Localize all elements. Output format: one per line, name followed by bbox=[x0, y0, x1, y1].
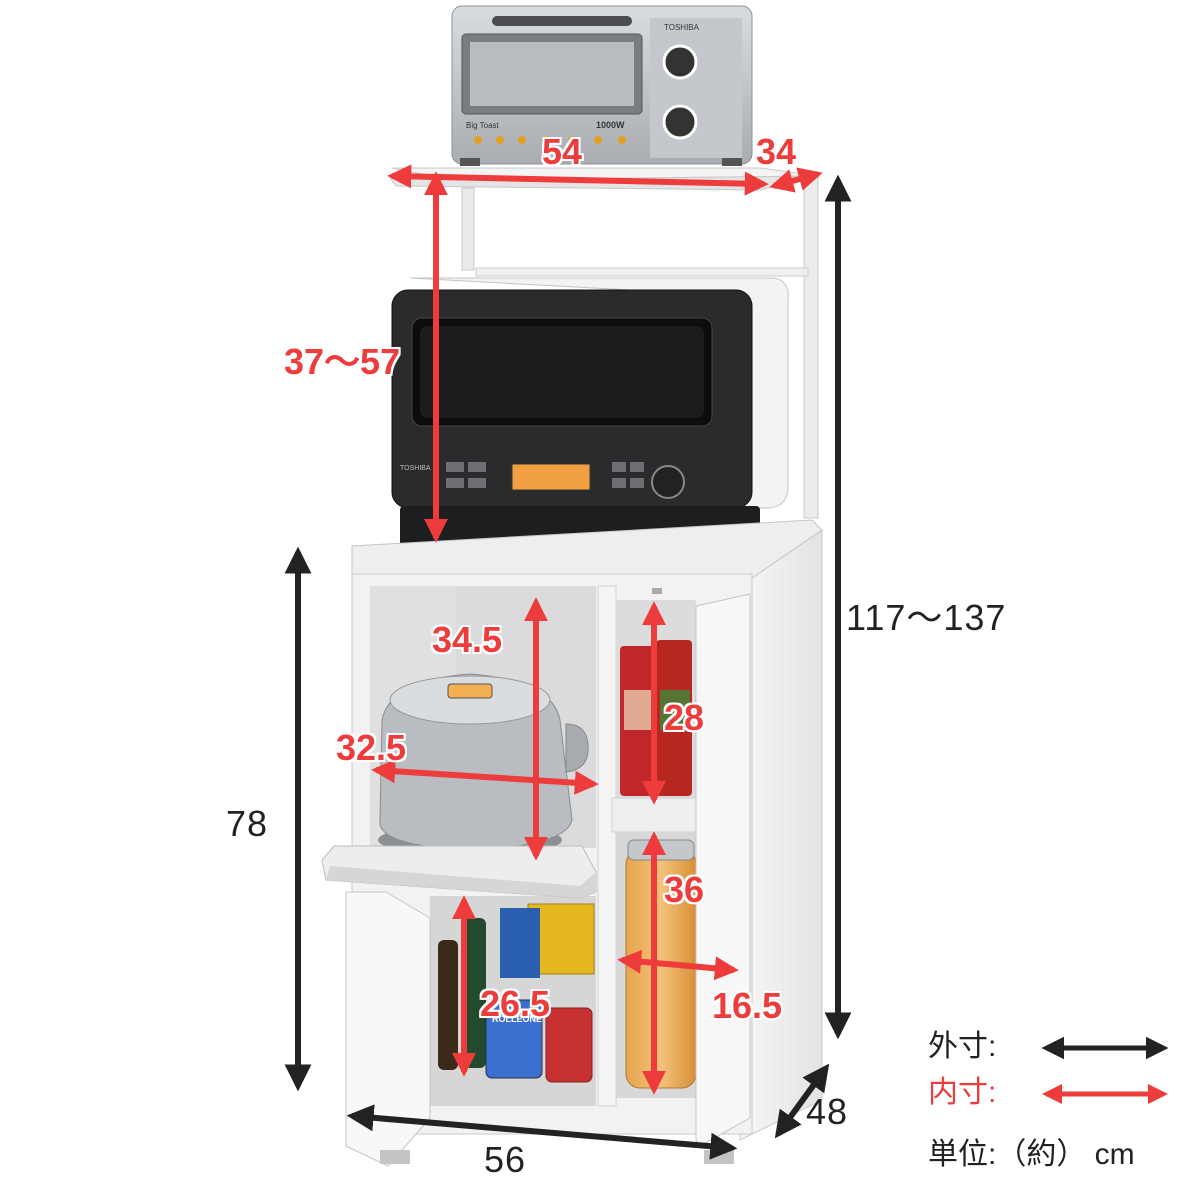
right-shelf-board bbox=[611, 797, 701, 833]
lower-right-height-label: 36 bbox=[664, 869, 705, 910]
cabinet-height-label: 78 bbox=[226, 803, 269, 844]
toaster-indicator-dots bbox=[474, 136, 626, 144]
cabinet-width-arrow bbox=[346, 1104, 738, 1160]
caster-left bbox=[380, 1150, 410, 1164]
legend-outer-label: 外寸: bbox=[928, 1030, 997, 1063]
left-door bbox=[345, 891, 431, 1167]
toaster-oven: TOSHIBA Big Toast 1000W bbox=[451, 5, 753, 166]
rack-post-right bbox=[803, 177, 819, 519]
legend-inner-label: 内寸: bbox=[928, 1076, 997, 1109]
microwave-dial bbox=[651, 465, 685, 499]
right-door bbox=[695, 593, 751, 1147]
lower-left-height-label: 26.5 bbox=[480, 983, 551, 1024]
lower-right-width-arrow bbox=[617, 949, 739, 981]
caster-right bbox=[704, 1150, 734, 1164]
top-shelf-width-label: 54 bbox=[542, 131, 583, 172]
shelf-gap-label: 37～57 bbox=[284, 341, 401, 382]
toaster-handle bbox=[492, 16, 632, 26]
toaster-brand-text: TOSHIBA bbox=[664, 23, 700, 32]
upper-left-height-label: 34.5 bbox=[432, 619, 503, 660]
toaster-model-text: Big Toast bbox=[466, 121, 500, 130]
cabinet-divider bbox=[597, 585, 617, 1107]
cabinet-depth-arrow bbox=[774, 1063, 830, 1139]
microwave-oven: TOSHIBA bbox=[391, 277, 789, 546]
microwave-display bbox=[511, 463, 591, 491]
hinge-marker bbox=[652, 588, 662, 594]
rack-post-left bbox=[461, 187, 475, 271]
upper-right-height-label: 28 bbox=[664, 697, 705, 738]
toaster-power-text: 1000W bbox=[596, 120, 625, 130]
total-height-label: 117～137 bbox=[846, 597, 1007, 638]
toaster-knob-top bbox=[662, 44, 698, 80]
upper-left-width-label: 32.5 bbox=[336, 727, 407, 768]
cabinet-width-label: 56 bbox=[484, 1139, 527, 1180]
inner-dimension-arrows bbox=[371, 164, 823, 1095]
microwave-brand-text: TOSHIBA bbox=[400, 465, 431, 472]
upper-left-width-arrow bbox=[371, 759, 599, 795]
top-shelf-depth-arrow bbox=[769, 167, 823, 193]
middle-shelf bbox=[475, 267, 809, 277]
top-shelf-width-arrow bbox=[387, 164, 769, 196]
cabinet-top bbox=[351, 519, 823, 579]
toaster-knob-bottom bbox=[662, 104, 698, 140]
legend-unit-label: 単位:（約） cm bbox=[928, 1138, 1135, 1171]
outer-dimension-arrows bbox=[284, 174, 852, 1160]
cabinet: ROLLEONE bbox=[321, 519, 823, 1167]
tin-label-text: ROLLEONE bbox=[492, 1014, 542, 1024]
cabinet-depth-label: 48 bbox=[806, 1091, 849, 1132]
top-shelf-depth-label: 34 bbox=[756, 131, 797, 172]
lower-right-width-label: 16.5 bbox=[712, 985, 783, 1026]
legend-arrows bbox=[1041, 1036, 1169, 1104]
